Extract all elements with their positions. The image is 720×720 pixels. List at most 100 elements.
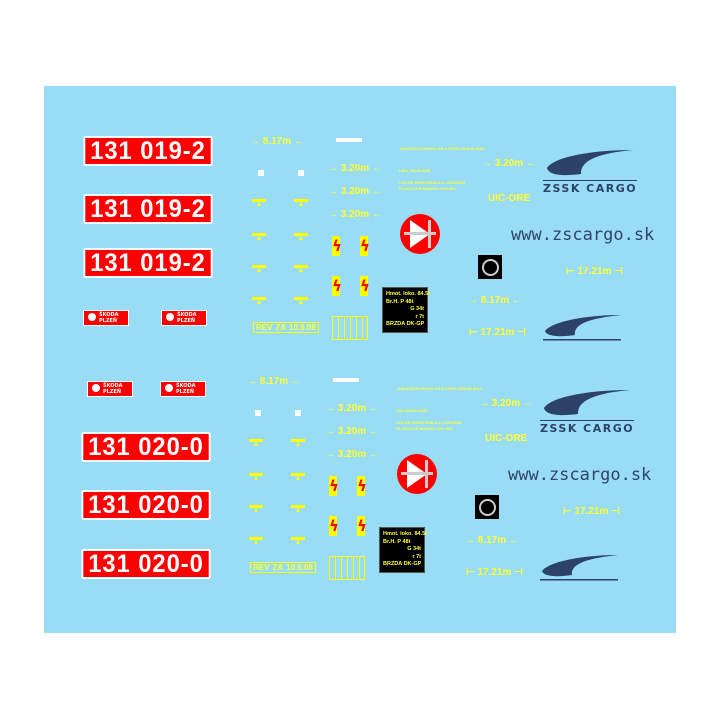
high-voltage-icon: ϟ (360, 276, 370, 296)
brake-line: G 34t (407, 546, 421, 552)
brake-line: BRZDA DK-GP (383, 561, 422, 567)
skoda-text: ŠKODA (103, 383, 123, 389)
table-decal (332, 316, 368, 340)
skoda-text: ŠKODA (99, 312, 119, 318)
rev-date: 10.6.08 (289, 323, 316, 332)
rev: REV (256, 323, 273, 332)
dimension-label: → 8.17m ← (247, 376, 301, 387)
zssk-swoosh-icon (540, 553, 620, 587)
brake-line: Br.H. P 48t (386, 298, 414, 305)
high-voltage-icon: ϟ (360, 236, 370, 256)
dimension-label: → 8.17m ← (468, 295, 522, 306)
high-voltage-icon: ϟ (332, 236, 342, 256)
uic-label: UIC-ORE (485, 433, 528, 444)
rev: REV (253, 563, 270, 572)
number-plate: 131 019-2 (83, 194, 213, 224)
white-label-strip (336, 138, 362, 142)
high-voltage-icon: ϟ (332, 276, 342, 296)
high-voltage-icon: ϟ (329, 476, 339, 496)
plzen-text: PLZEŇ (176, 389, 195, 395)
brake-line: r 7t (412, 553, 421, 560)
za: ZA (275, 323, 287, 332)
brake-line: Br.H. P 48t (383, 538, 411, 545)
jack-point-mark (291, 473, 305, 480)
website-label: www.zscargo.sk (508, 465, 652, 485)
white-square-decal (255, 410, 261, 416)
skoda-text: ŠKODA (177, 312, 197, 318)
brake-line: Hmot. loko. 84.5t (383, 531, 428, 537)
dimension-label: ⊢ 17.21m ⊣ (566, 266, 623, 277)
small-text: OZNÁČENÍ DRUHU OS A ZÁPIS ÚDAJŮ MAX (397, 386, 482, 391)
number-plate: 131 020-0 (81, 549, 211, 579)
high-voltage-icon: ϟ (357, 516, 367, 536)
brake-line: G 34t (410, 306, 424, 312)
skoda-icon (166, 313, 174, 321)
small-text: LMI I ZKUŠ.ODŘ. (396, 408, 429, 413)
dimension-label: → 8.17m ← (250, 136, 304, 147)
jack-point-mark (252, 297, 266, 304)
dimension-label: ⊢ 17.21m ⊣ (563, 506, 620, 517)
jack-point-mark (249, 537, 263, 544)
skoda-logo-icon (478, 255, 502, 279)
jack-point-mark (291, 505, 305, 512)
dimension-label: → 3.20m ← (328, 163, 382, 174)
dimension-label: ⊢ 17.21m ⊣ (466, 567, 523, 578)
high-voltage-icon: ϟ (329, 516, 339, 536)
jack-point-mark (249, 473, 263, 480)
skoda-icon (92, 384, 100, 392)
dimension-label: → 3.20m ← (328, 186, 382, 197)
brake-line: r 7t (415, 313, 424, 320)
jack-point-mark (294, 233, 308, 240)
za: ZA (272, 563, 284, 572)
brake-line: BRZDA DK-GP (386, 321, 425, 327)
jack-point-mark (252, 265, 266, 272)
high-voltage-icon: ϟ (357, 476, 367, 496)
website-label: www.zscargo.sk (511, 225, 655, 245)
number-plate: 131 020-0 (81, 432, 211, 462)
dimension-label: → 3.20m ← (482, 158, 536, 169)
jack-point-mark (249, 439, 263, 446)
jack-point-mark (294, 297, 308, 304)
uic-label: UIC-ORE (488, 193, 531, 204)
zssk-swoosh-icon (545, 148, 635, 182)
jack-point-mark (291, 439, 305, 446)
white-square-decal (298, 170, 304, 176)
zssk-swoosh-icon (542, 388, 632, 422)
skoda-icon (88, 313, 96, 321)
direction-arrow-icon (397, 454, 437, 494)
plzen-text: PLZEŇ (99, 318, 118, 324)
zssk-cargo-logo: ZSSK CARGO (543, 180, 638, 195)
jack-point-mark (294, 265, 308, 272)
number-plate: 131 019-2 (83, 248, 213, 278)
rev-date: 10.6.08 (286, 563, 313, 572)
table-decal (329, 556, 365, 580)
skoda-text: ŠKODA (176, 383, 196, 389)
skoda-icon (165, 384, 173, 392)
plzen-text: PLZEŇ (103, 389, 122, 395)
small-text: COLOR SPEKTRUM a.s. HODONÍN (396, 420, 462, 425)
zssk-cargo-logo: ZSSK CARGO (540, 420, 635, 435)
small-text: PLASTICKÉ MAZIVO CHV 800 (396, 426, 453, 431)
jack-point-mark (291, 537, 305, 544)
dimension-label: ⊢ 17.21m ⊣ (469, 327, 526, 338)
dimension-label: → 3.20m ← (325, 426, 379, 437)
small-text: COLOR SPEKTRUM a.s. HODONÍN (399, 180, 465, 185)
plzen-text: PLZEŇ (177, 318, 196, 324)
skoda-logo-icon (475, 495, 499, 519)
direction-arrow-icon (400, 214, 440, 254)
white-label-strip (333, 378, 359, 382)
jack-point-mark (252, 199, 266, 206)
dimension-label: → 3.20m ← (479, 398, 533, 409)
dimension-label: → 3.20m ← (328, 209, 382, 220)
jack-point-mark (294, 199, 308, 206)
white-square-decal (295, 410, 301, 416)
number-plate: 131 020-0 (81, 490, 211, 520)
